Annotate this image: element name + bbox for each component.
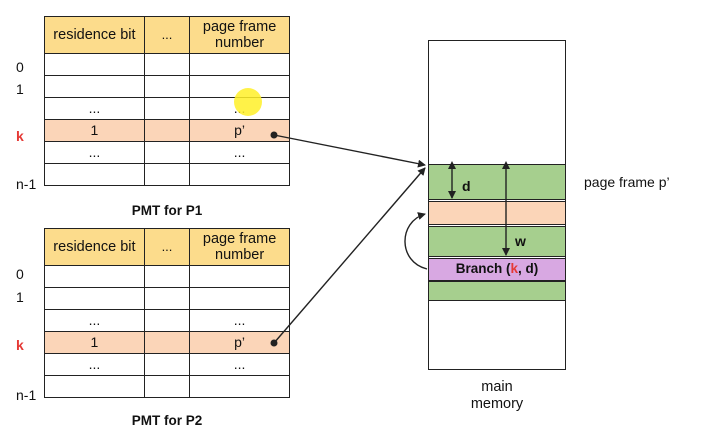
cursor-highlight <box>234 88 262 116</box>
page-frame-label: page frame p’ <box>584 174 670 190</box>
pmt-p2-cell <box>143 353 191 376</box>
pmt-p2-index-1: 1 <box>16 289 24 305</box>
pmt-p1-frame-k: p’ <box>189 119 290 142</box>
pmt-p2-cell: ... <box>44 309 145 332</box>
pmt-p1-index-k: k <box>16 128 24 144</box>
branch-k: k <box>510 261 519 276</box>
pmt-p2-index-n-1: n-1 <box>16 387 37 403</box>
pmt-p2-header-residence: residence bit <box>44 228 145 266</box>
pmt-p1-index-1: 1 <box>16 81 24 97</box>
pmt-p2-cell <box>143 375 191 398</box>
pmt-p2-cell: ... <box>189 353 290 376</box>
pmt-p1-cell: ... <box>44 97 145 120</box>
branch-loop-arrow <box>404 212 428 270</box>
pmt-p1-cell <box>143 75 191 98</box>
main-memory-label-line1: main <box>481 379 513 395</box>
pmt-p2-index-k: k <box>16 337 24 353</box>
pmt-p1-index-0: 0 <box>16 59 24 75</box>
pmt-p1-cell <box>44 53 145 76</box>
branch-prefix: Branch ( <box>455 261 511 276</box>
pmt-p1-cell <box>189 163 290 186</box>
p2-to-frame-arrow <box>273 167 426 344</box>
pmt-p2-index-0: 0 <box>16 266 24 282</box>
pmt-p2-residence-k: 1 <box>44 331 145 354</box>
main-memory-label: main memory <box>428 379 566 413</box>
pmt-p2-cell <box>143 265 191 288</box>
offset-d-label: d <box>462 178 471 194</box>
pmt-p2-cell <box>143 331 191 354</box>
branch-instruction: Branch (k, d) <box>428 258 566 281</box>
pmt-p1-table: residence bit ... page frame number ....… <box>44 16 290 186</box>
pmt-p2-cell <box>44 375 145 398</box>
pmt-p2-cell: ... <box>189 309 290 332</box>
pmt-p1-cell <box>44 163 145 186</box>
frame-band-peach <box>428 201 566 225</box>
pmt-p1-cell <box>143 97 191 120</box>
pmt-p1-cell: ... <box>189 141 290 164</box>
pmt-p2-cell <box>189 375 290 398</box>
pmt-p1-header-residence: residence bit <box>44 16 145 54</box>
pmt-p1-index-n-1: n-1 <box>16 176 37 192</box>
pmt-p2-header-dots: ... <box>143 228 191 266</box>
pmt-p1-cell <box>143 119 191 142</box>
p1-to-frame-arrow <box>273 134 426 168</box>
offset-w-label: w <box>515 233 526 249</box>
pmt-p2-cell <box>44 265 145 288</box>
pmt-p1-cell <box>44 75 145 98</box>
pmt-p1-cell <box>143 53 191 76</box>
branch-suffix: , d) <box>518 261 539 276</box>
pmt-p1-cell <box>143 163 191 186</box>
pmt-p1-caption: PMT for P1 <box>131 203 203 218</box>
pmt-p2-frame-k: p’ <box>189 331 290 354</box>
pmt-p1-header-frame: page frame number <box>189 16 290 54</box>
pmt-p2-cell: ... <box>44 353 145 376</box>
pmt-p1-cell <box>189 53 290 76</box>
frame-band-green-2 <box>428 226 566 257</box>
frame-band-green-3 <box>428 281 566 301</box>
pmt-p1-cell: ... <box>44 141 145 164</box>
pmt-p1-cell <box>189 75 290 98</box>
pmt-p2-caption: PMT for P2 <box>131 413 203 428</box>
pmt-p2-table: residence bit ... page frame number ....… <box>44 228 290 398</box>
pmt-p2-header-frame: page frame number <box>189 228 290 266</box>
main-memory-label-line2: memory <box>470 396 524 412</box>
pmt-p1-header-dots: ... <box>143 16 191 54</box>
